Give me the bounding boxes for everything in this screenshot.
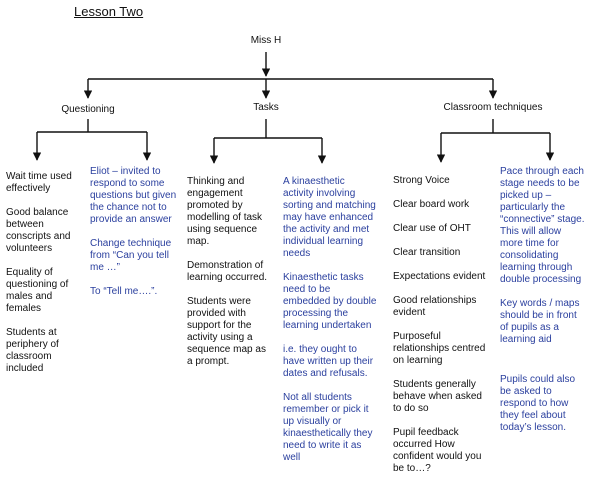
list-item: Wait time used effectively [6,171,72,194]
list-item: Purposeful relationships centred on lear… [393,331,486,366]
list-item: Not all students remember or pick it up … [283,392,373,463]
classroom-feedback-list: Pace through each stage needs to be pick… [500,166,586,446]
list-item: Kinaesthetic tasks need to be embedded b… [283,272,377,331]
list-item: A kinaesthetic activity involving sortin… [283,176,376,259]
list-item: Demonstration of learning occurred. [187,260,268,283]
list-item: Change technique from “Can you tell me …… [90,238,172,273]
list-item: Pace through each stage needs to be pick… [500,166,585,285]
list-item: Expectations evident [393,271,486,282]
list-item: Strong Voice [393,175,450,186]
root-node: Miss H [250,35,282,46]
list-item: Students were provided with support for … [187,296,266,367]
classroom-positive-list: Strong Voice Clear board work Clear use … [393,175,488,487]
list-item: Pupils could also be asked to respond to… [500,374,576,433]
diagram-title: Lesson Two [74,4,144,19]
list-item: Good balance between conscripts and volu… [6,207,71,254]
list-item: i.e. they ought to have written up their… [283,344,374,379]
questioning-feedback-list: Eliot – invited to respond to some quest… [90,166,180,310]
list-item: Pupil feedback occurred How confident wo… [393,427,482,474]
list-item: Eliot – invited to respond to some quest… [90,166,177,225]
branch-label-questioning: Questioning [61,104,115,115]
list-item: Thinking and engagement promoted by mode… [187,176,263,247]
list-item: Clear board work [393,199,470,210]
tasks-positive-list: Thinking and engagement promoted by mode… [187,176,272,380]
list-item: To “Tell me….”. [90,286,158,297]
questioning-positive-list: Wait time used effectively Good balance … [6,171,84,387]
branch-label-classroom-techniques: Classroom techniques [443,102,543,113]
tasks-feedback-list: A kinaesthetic activity involving sortin… [283,176,378,476]
list-item: Key words / maps should be in front of p… [500,298,580,345]
list-item: Clear transition [393,247,461,258]
tree-connectors [32,52,555,164]
list-item: Students at periphery of classroom inclu… [6,327,59,374]
branch-label-tasks: Tasks [253,102,279,113]
list-item: Equality of questioning of males and fem… [6,267,69,314]
list-item: Good relationships evident [393,295,477,318]
list-item: Clear use of OHT [393,223,471,234]
list-item: Students generally behave when asked to … [393,379,482,414]
